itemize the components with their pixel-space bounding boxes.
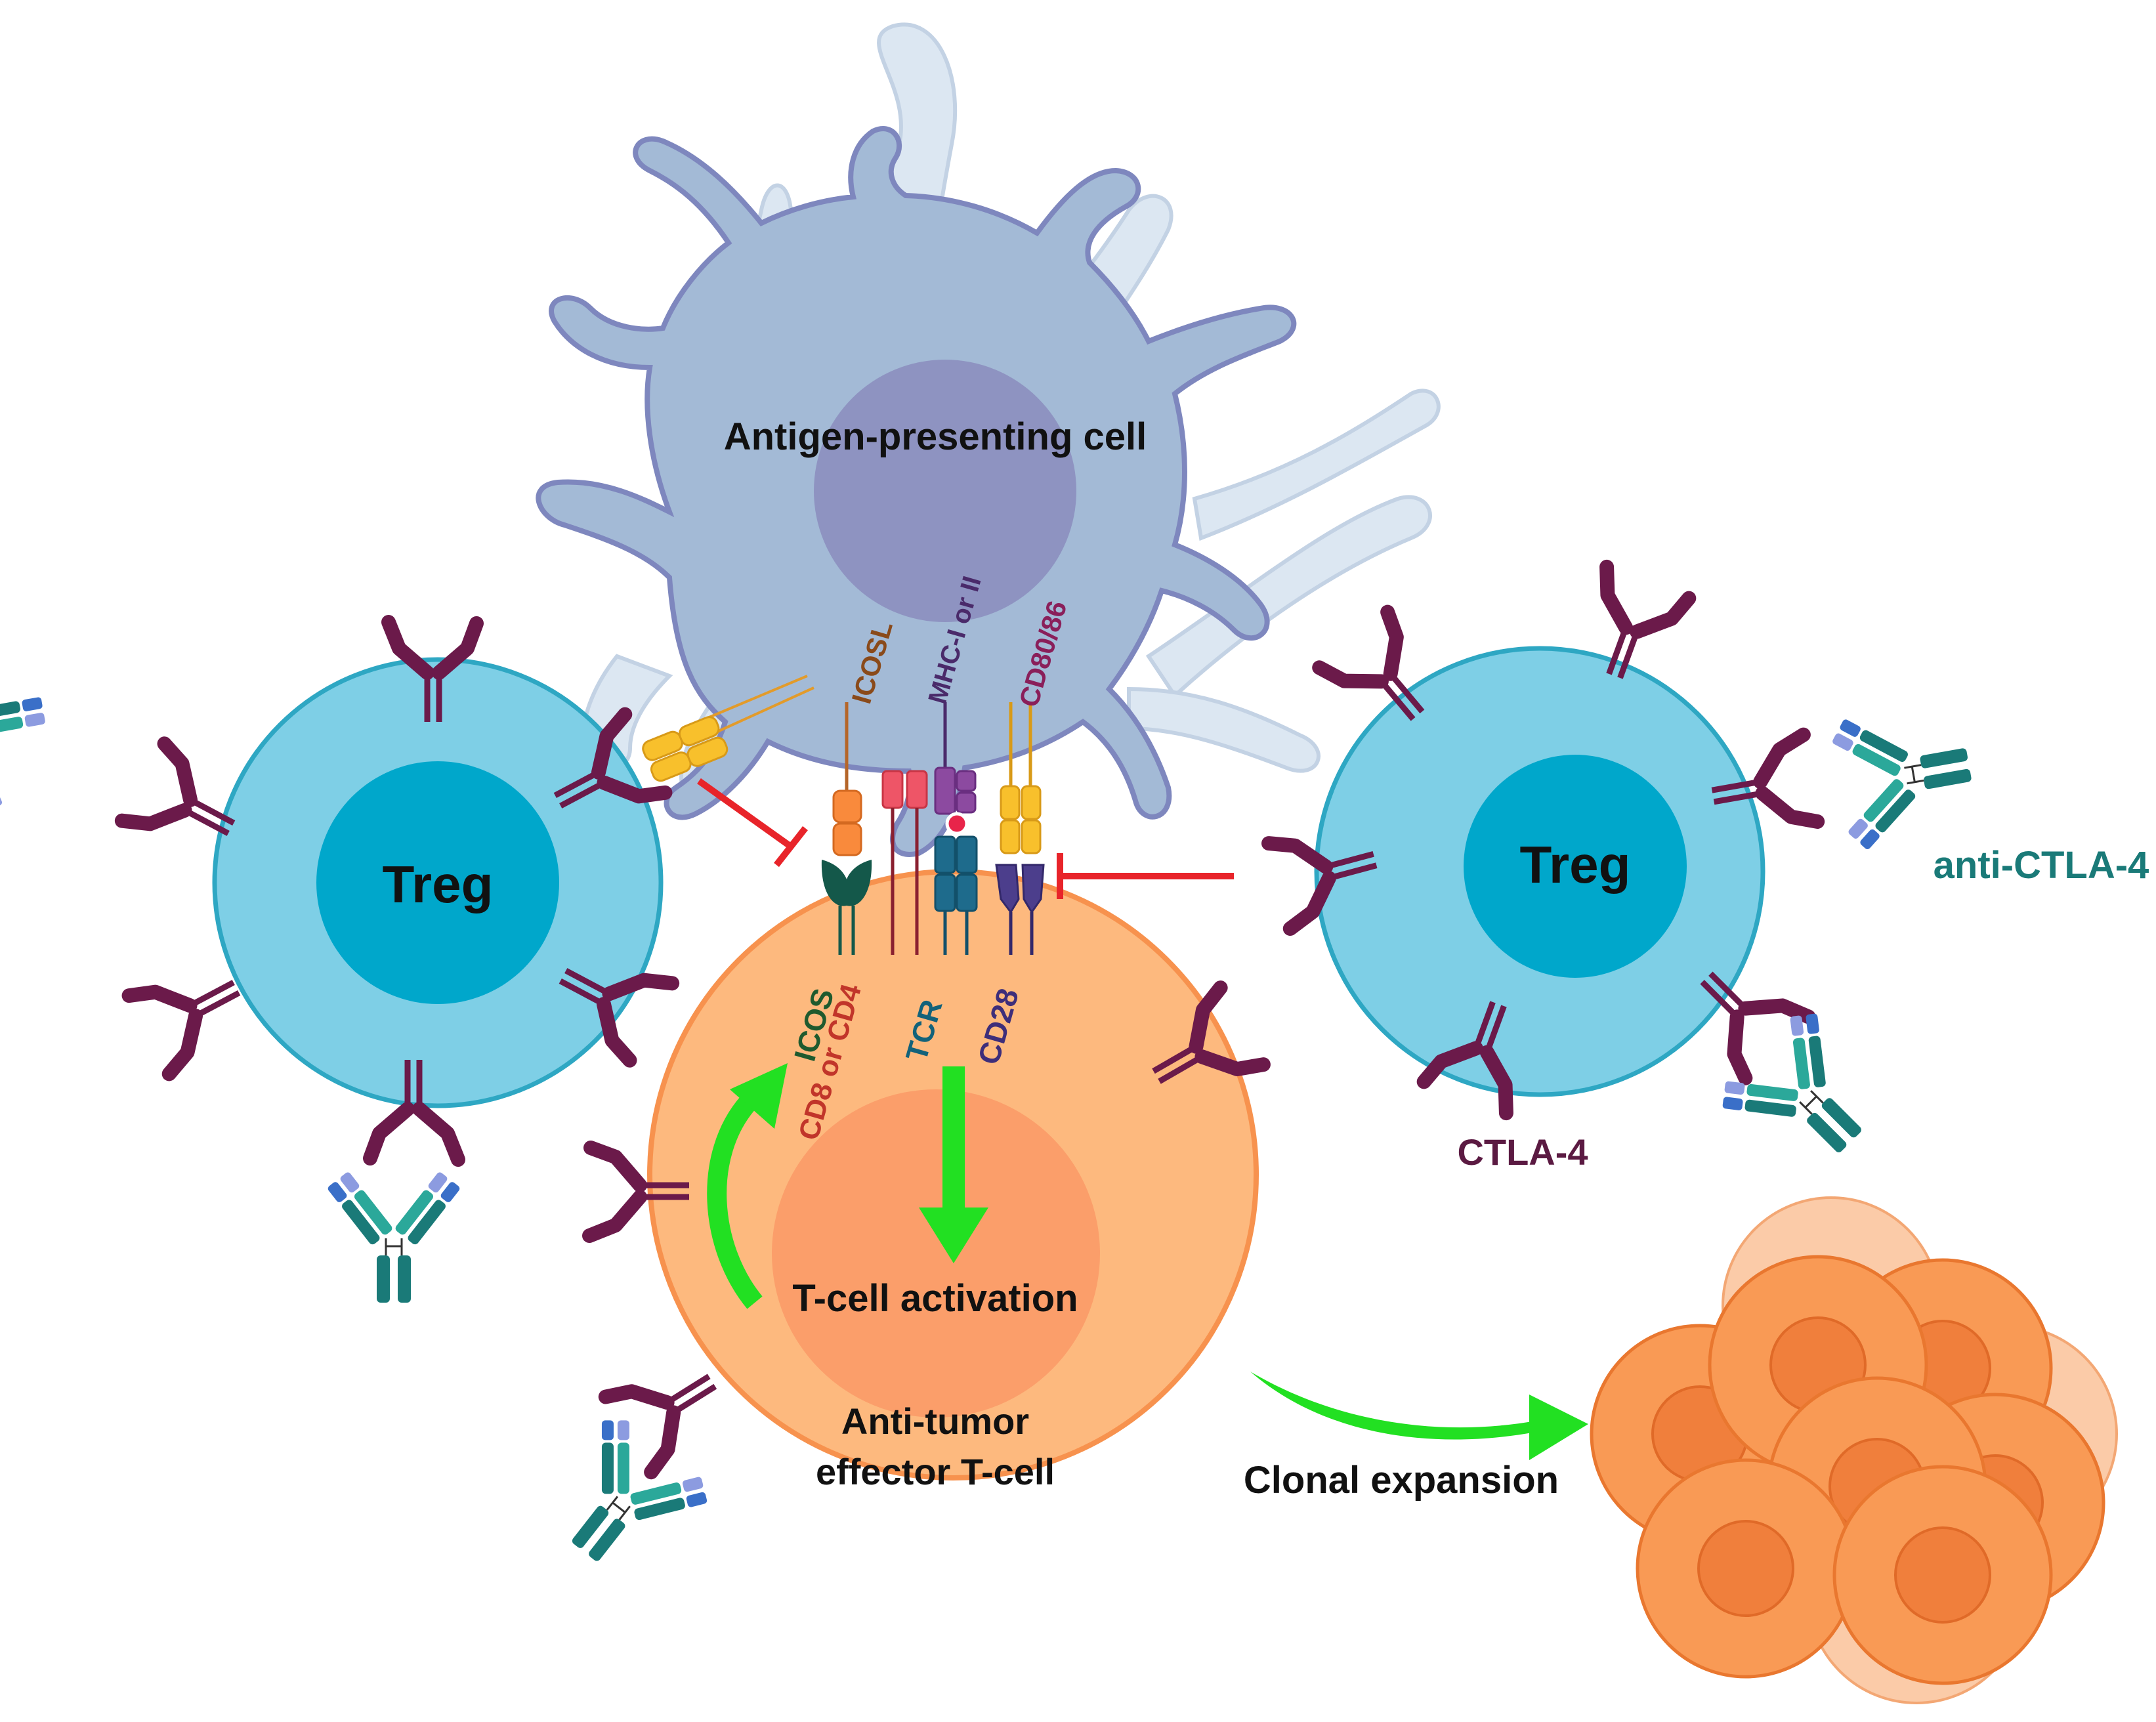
inhibition-arrow-right <box>1057 853 1234 899</box>
treg-left-nucleus <box>316 761 559 1004</box>
activation-arrow-curved <box>707 1063 788 1309</box>
icosl-free <box>642 675 814 782</box>
treg-right <box>1314 646 1765 1097</box>
tumor-cell <box>1834 1467 2051 1683</box>
anti-ctla4-label: anti-CTLA-4 <box>1934 844 2149 887</box>
effector-label-line2: effector T-cell <box>816 1451 1055 1492</box>
anti-ctla4-antibody <box>0 642 57 824</box>
clonal-expansion-arrow <box>1250 1372 1588 1460</box>
anti-ctla4-antibody <box>326 1169 462 1304</box>
treg-left <box>212 657 664 1108</box>
cd8-cd4-coreceptor <box>881 770 928 955</box>
tumor-cell <box>1638 1460 1854 1677</box>
anti-ctla4-antibody <box>1827 697 1982 855</box>
cd80-86-ligand <box>1000 702 1042 854</box>
mhc-molecule <box>934 702 977 835</box>
inhibition-arrow-left <box>697 778 808 868</box>
treg-right-nucleus <box>1464 755 1687 978</box>
activation-arrow-down <box>919 1066 988 1263</box>
ctla4-label: CTLA-4 <box>1457 1131 1588 1173</box>
effector-label-line1: Anti-tumor <box>841 1400 1029 1442</box>
cd28-receptor <box>995 864 1045 955</box>
treg-right-label: Treg <box>1520 835 1631 894</box>
icos-receptor <box>821 860 872 955</box>
activation-label: T-cell activation <box>792 1277 1078 1320</box>
apc-label: Antigen-presenting cell <box>724 415 1147 458</box>
treg-left-label: Treg <box>383 855 494 914</box>
effector-nucleus <box>772 1089 1100 1418</box>
synapse-molecules <box>642 675 1045 955</box>
icosl-ligand <box>832 702 862 856</box>
apc-nucleus <box>814 360 1076 622</box>
tumor-cell-cluster <box>1592 1196 2118 1704</box>
clonal-expansion-label: Clonal expansion <box>1244 1459 1559 1502</box>
anti-ctla4-antibody <box>530 1406 719 1595</box>
tcr-receptor <box>934 835 978 955</box>
